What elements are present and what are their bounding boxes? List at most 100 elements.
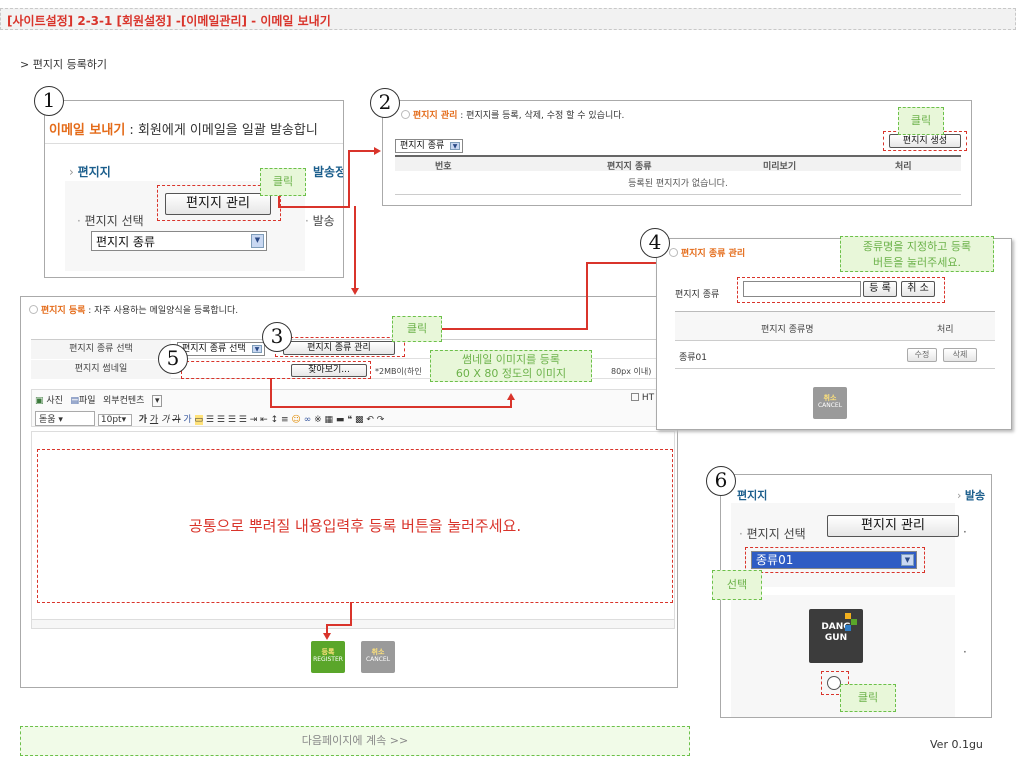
- align-right-icon[interactable]: ☰: [227, 415, 236, 425]
- panel1-click-note: 클릭: [260, 168, 306, 196]
- section-subtitle: > 편지지 등록하기: [20, 58, 108, 71]
- letter-thumbnail[interactable]: DANG GUN: [809, 609, 863, 663]
- panel1-right-label: · 발송: [305, 214, 335, 228]
- bold-icon[interactable]: 가: [138, 415, 148, 425]
- panel1-highlight-box: [157, 185, 281, 221]
- undo-icon[interactable]: ↶: [366, 415, 374, 425]
- chevron-down-icon: ▼: [901, 554, 914, 566]
- align-center-icon[interactable]: ☰: [216, 415, 225, 425]
- panel1-section-right: 발송정: [313, 165, 344, 179]
- panel-letter-manage: 편지지 관리 : 편지지를 등록, 삭제, 수정 할 수 있습니다. 편지지 종…: [382, 100, 972, 206]
- panel3-browse-button[interactable]: 찾아보기...: [291, 364, 367, 377]
- panel2-empty-row: 등록된 편지지가 없습니다.: [395, 173, 961, 195]
- emoticon-icon[interactable]: ☺: [291, 415, 301, 425]
- toolbar-row1: ▣ 사진 ▤파일 외부컨텐츠 ▾: [35, 393, 166, 407]
- panel1-title-highlight: 이메일 보내기: [49, 123, 126, 138]
- chevron-down-icon[interactable]: ▾: [151, 395, 163, 407]
- panel6-section-right: › 발송: [957, 489, 986, 502]
- table-icon[interactable]: ▦: [324, 415, 333, 425]
- panel4-register-button[interactable]: 등 록: [863, 281, 897, 297]
- panel3-size-note: *2MB이(하인: [375, 367, 422, 376]
- step-number-6: 6: [706, 466, 736, 496]
- panel1-manage-button[interactable]: 편지지 관리: [165, 193, 271, 215]
- panel3-type-select[interactable]: 편지지 종류 선택▼: [177, 342, 265, 356]
- editor-area[interactable]: [31, 431, 675, 619]
- panel3-size-note-end: 80px 이내): [611, 367, 652, 376]
- panel2-title: 편지지 관리 : 편지지를 등록, 삭제, 수정 할 수 있습니다.: [401, 108, 624, 121]
- panel4-cancel-button[interactable]: 취 소: [901, 281, 935, 297]
- panel6-click-note: 클릭: [840, 684, 896, 712]
- italic-icon[interactable]: 가: [161, 415, 170, 425]
- strike-icon[interactable]: 가: [172, 415, 181, 425]
- line-height-icon[interactable]: ↕: [270, 415, 279, 425]
- panel6-right-mark-2: ·: [963, 645, 967, 659]
- panel6-type-select[interactable]: 종류01▼: [751, 551, 917, 569]
- link-icon[interactable]: ∞: [303, 415, 312, 425]
- underline-icon[interactable]: 가: [149, 415, 159, 425]
- font-color-icon[interactable]: 가: [183, 415, 192, 425]
- circle-bullet-icon: [29, 305, 38, 314]
- row-delete-button[interactable]: 삭제: [943, 348, 977, 362]
- panel4-type-label: 편지지 종류: [675, 290, 720, 300]
- panel4-close-button[interactable]: 취소 CANCEL: [813, 387, 847, 419]
- panel3-thumb-note: 썸네일 이미지를 등록 60 X 80 정도의 이미지: [430, 350, 592, 382]
- register-button[interactable]: 등록 REGISTER: [311, 641, 345, 673]
- panel2-col-number: 번호: [435, 162, 452, 172]
- image-icon: ▣: [35, 396, 44, 406]
- table-row: 종류01 수정 삭제: [675, 341, 995, 369]
- file-icon: ▤: [70, 396, 79, 406]
- align-left-icon[interactable]: ☰: [205, 415, 214, 425]
- panel1-select-label: · 편지지 선택: [77, 214, 144, 228]
- toolbar-external[interactable]: 외부컨텐츠: [103, 396, 145, 406]
- panel4-type-input[interactable]: [743, 281, 861, 297]
- editor-highlight-box: [37, 449, 673, 603]
- align-justify-icon[interactable]: ☰: [238, 415, 247, 425]
- checkbox-icon: [631, 393, 639, 401]
- font-select[interactable]: 돋움 ▾: [35, 411, 95, 426]
- panel1-type-select[interactable]: 편지지 종류▼: [91, 231, 267, 251]
- panel6-manage-button[interactable]: 편지지 관리: [827, 515, 959, 537]
- panel2-create-button[interactable]: 편지지 생성: [889, 134, 961, 148]
- quote-icon[interactable]: ❝: [347, 415, 353, 425]
- version-label: Ver 0.1gu: [930, 738, 983, 751]
- panel4-highlight-box: [737, 277, 945, 303]
- editor-hint: 공통으로 뿌려질 내용입력후 등록 버튼을 눌러주세요.: [188, 517, 522, 535]
- highlight-icon[interactable]: ▭: [194, 415, 204, 425]
- media-icon[interactable]: ▩: [354, 415, 364, 425]
- letter-radio[interactable]: [827, 676, 841, 690]
- outdent-icon[interactable]: ⇤: [260, 415, 268, 425]
- panel6-select-note: 선택: [712, 570, 762, 600]
- toolbar-file[interactable]: ▤파일: [70, 396, 96, 406]
- continue-banner[interactable]: 다음페이지에 계속 >>: [20, 726, 690, 756]
- size-select[interactable]: 10pt▾: [97, 414, 132, 426]
- row-type-name: 종류01: [679, 353, 708, 363]
- redo-icon[interactable]: ↷: [376, 415, 385, 425]
- panel6-right-mark-1: ·: [963, 525, 967, 539]
- panel6-section: 편지지: [737, 489, 768, 502]
- panel3-type-manage-button[interactable]: 편지지 종류 관리: [283, 341, 395, 355]
- step-number-2: 2: [370, 88, 400, 118]
- panel3-row1-label: 편지지 종류 선택: [31, 340, 171, 359]
- list-icon[interactable]: ≡: [281, 415, 289, 425]
- panel4-note: 종류명을 지정하고 등록 버튼을 눌러주세요.: [840, 236, 994, 272]
- toolbar-row2: 돋움 ▾ 10pt▾ 가 가 가 가 가 ▭ ☰ ☰ ☰ ☰ ⇥ ⇤ ↕ ≡ ☺…: [35, 411, 384, 426]
- indent-icon[interactable]: ⇥: [249, 415, 258, 425]
- panel3-title: 편지지 등록 : 자주 사용하는 메일양식을 등록합니다.: [29, 303, 238, 316]
- panel3-row2-label: 편지지 썸네일: [31, 360, 171, 379]
- panel2-table-header: 번호 편지지 종류 미리보기 처리: [395, 155, 961, 172]
- step-number-3: 3: [262, 322, 292, 352]
- panel3-click-note: 클릭: [392, 316, 442, 342]
- chevron-down-icon: ▼: [252, 345, 262, 353]
- toolbar-photo[interactable]: ▣ 사진: [35, 396, 63, 406]
- panel4-col-action: 처리: [937, 325, 954, 335]
- editor-resize-bar[interactable]: [31, 619, 675, 629]
- cancel-button[interactable]: 취소 CANCEL: [361, 641, 395, 673]
- page-header: [사이트설정] 2-3-1 [회원설정] -[이메일관리] - 이메일 보내기: [0, 8, 1016, 30]
- special-char-icon[interactable]: ※: [314, 415, 322, 425]
- toolbar-html-toggle[interactable]: HT: [631, 393, 654, 403]
- panel2-type-select[interactable]: 편지지 종류▼: [395, 139, 463, 153]
- row-edit-button[interactable]: 수정: [907, 348, 937, 362]
- hr-icon[interactable]: ▬: [335, 415, 345, 425]
- panel4-title: 편지지 종류 관리: [669, 246, 745, 259]
- chevron-down-icon: ▼: [251, 234, 264, 248]
